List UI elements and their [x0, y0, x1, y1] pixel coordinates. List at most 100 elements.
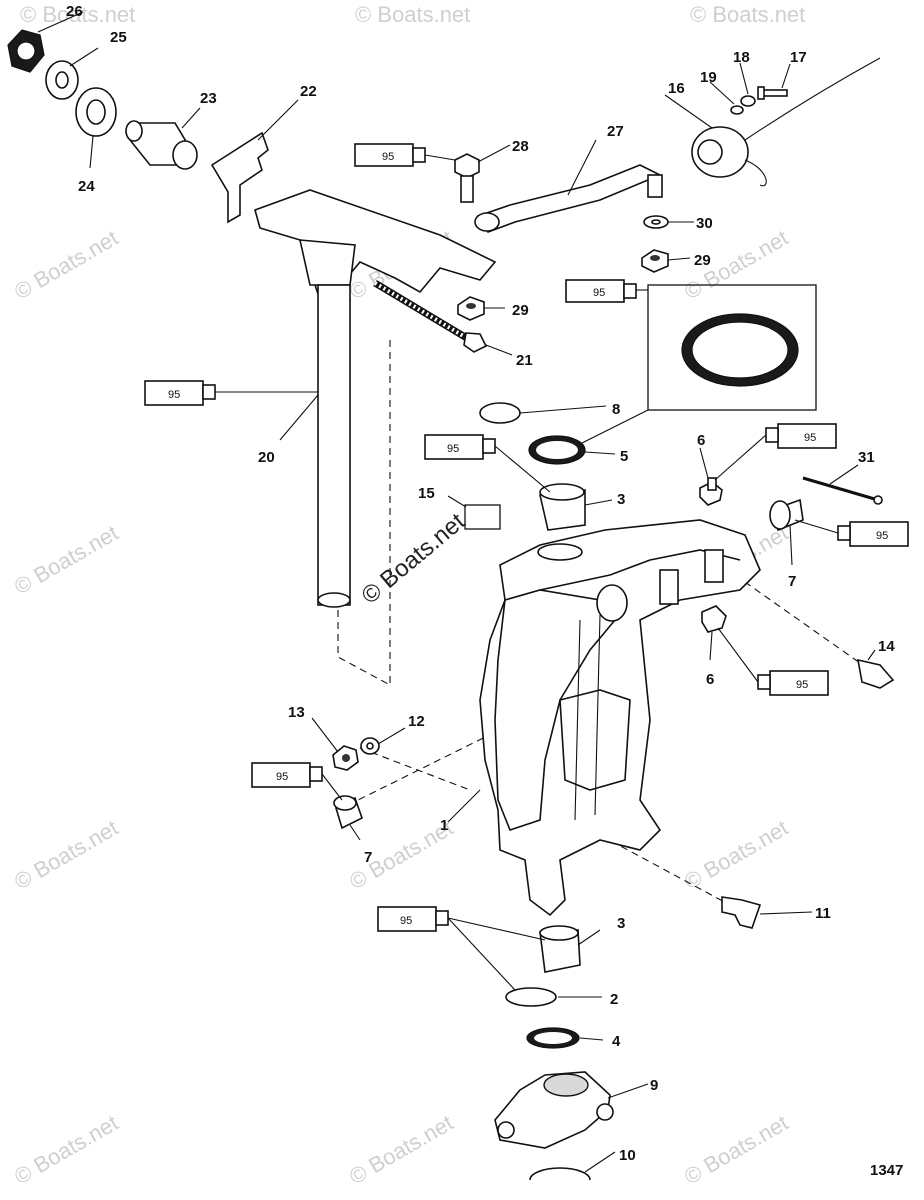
- callout-2: 2: [610, 991, 618, 1008]
- callout-10: 10: [619, 1147, 636, 1164]
- callout-14: 14: [878, 638, 895, 655]
- callout-15: 15: [418, 485, 435, 502]
- plate-22: [210, 131, 269, 224]
- bolt-11: [721, 896, 762, 929]
- nut-26: [7, 29, 45, 73]
- sealant-tube-label: 95: [400, 915, 412, 927]
- callout-27: 27: [607, 123, 624, 140]
- washer-25: [45, 60, 79, 100]
- bolt-21: [373, 279, 488, 353]
- sealant-tube-label: 95: [276, 771, 288, 783]
- callout-17: 17: [790, 49, 807, 66]
- callout-29: 29: [512, 302, 529, 319]
- center-watermark: © Boats.net: [357, 508, 471, 610]
- seal-5: [528, 435, 586, 465]
- callout-23: 23: [200, 90, 217, 107]
- watermark: © Boats.net: [345, 1110, 457, 1189]
- sealant-tube: 95: [144, 380, 216, 406]
- assembly-line: [337, 340, 391, 686]
- figure-reference-number: 1347: [870, 1162, 903, 1179]
- watermark: © Boats.net: [680, 815, 792, 894]
- nut-29: [641, 249, 669, 273]
- callout-9: 9: [650, 1077, 658, 1094]
- callout-11: 11: [815, 905, 831, 922]
- seal-detail-box: [567, 284, 817, 451]
- sealant-tube: 95: [765, 423, 837, 449]
- seal-4: [526, 1027, 580, 1049]
- callout-18: 18: [733, 49, 750, 66]
- pin-31: [802, 476, 883, 505]
- sealant-tubes: 95 95 95 95 95 95 95: [144, 143, 909, 932]
- grease-fitting-6: [699, 477, 723, 506]
- watermark: © Boats.net: [10, 520, 122, 599]
- callout-8: 8: [612, 401, 620, 418]
- trim-sensor-16: [691, 57, 881, 187]
- callout-3: 3: [617, 491, 625, 508]
- nut-13: [332, 745, 359, 771]
- callout-6: 6: [706, 671, 714, 688]
- washer-8: [479, 402, 521, 424]
- callout-16: 16: [668, 80, 685, 97]
- bolt-28: [454, 153, 480, 203]
- callout-21: 21: [516, 352, 533, 369]
- washer-30: [643, 215, 669, 229]
- watermark: © Boats.net: [680, 1110, 792, 1189]
- callout-1: 1: [440, 817, 448, 834]
- callout-20: 20: [258, 449, 275, 466]
- callout-3: 3: [617, 915, 625, 932]
- washer-18: [740, 95, 756, 107]
- steering-yoke-9: [494, 1071, 614, 1149]
- callout-7: 7: [364, 849, 372, 866]
- grease-fitting-6: [701, 605, 727, 633]
- o-ring-2: [505, 987, 557, 1007]
- callout-26: 26: [66, 3, 83, 20]
- swivel-bracket-1: [479, 519, 761, 917]
- callout-30: 30: [696, 215, 713, 232]
- sealant-tube: 95: [565, 279, 637, 303]
- watermark: © Boats.net: [10, 815, 122, 894]
- watermark: © Boats.net: [10, 225, 122, 304]
- callout-labels: 1 2 3 3 4 5 6 6 7 7 8 9 10 11 12 13 14 1…: [66, 3, 895, 1164]
- screw-17: [757, 86, 788, 100]
- sealant-tube-label: 95: [168, 389, 180, 401]
- sealant-tube-label: 95: [593, 287, 605, 299]
- link-rod-27: [474, 164, 663, 233]
- sealant-tube-label: 95: [876, 530, 888, 542]
- callout-22: 22: [300, 83, 317, 100]
- bushing-3: [539, 925, 581, 973]
- washer-19: [730, 105, 744, 115]
- callout-6: 6: [697, 432, 705, 449]
- sealant-tube: 95: [377, 906, 449, 932]
- bushing-3: [539, 483, 586, 531]
- leader-lines: [37, 11, 876, 1173]
- callout-29: 29: [694, 252, 711, 269]
- callout-12: 12: [408, 713, 425, 730]
- bushing-23: [125, 120, 198, 170]
- callout-31: 31: [858, 449, 875, 466]
- callout-4: 4: [612, 1033, 621, 1050]
- bolt-14: [856, 658, 895, 689]
- washer-12: [360, 737, 380, 755]
- sealant-tube: 95: [424, 434, 496, 460]
- steering-arm-20: [254, 189, 497, 608]
- sealant-tube-label: 95: [804, 432, 816, 444]
- sealant-tube-label: 95: [796, 679, 808, 691]
- sealant-tube: 95: [757, 670, 829, 696]
- watermark: © Boats.net: [10, 1110, 122, 1189]
- watermark: © Boats.net: [355, 2, 470, 27]
- assembly-line: [599, 834, 731, 906]
- callout-25: 25: [110, 29, 127, 46]
- callout-5: 5: [620, 448, 628, 465]
- callout-19: 19: [700, 69, 717, 86]
- assembly-line: [734, 574, 871, 671]
- callout-28: 28: [512, 138, 529, 155]
- sealant-tube: 95: [251, 762, 323, 788]
- sealant-tube: 95: [354, 143, 426, 167]
- callout-24: 24: [78, 178, 95, 195]
- assembly-line: [359, 747, 471, 791]
- bushing-7: [769, 498, 804, 532]
- bushing-7: [333, 795, 363, 830]
- washer-24: [75, 87, 117, 137]
- sealant-tube: 95: [837, 521, 909, 547]
